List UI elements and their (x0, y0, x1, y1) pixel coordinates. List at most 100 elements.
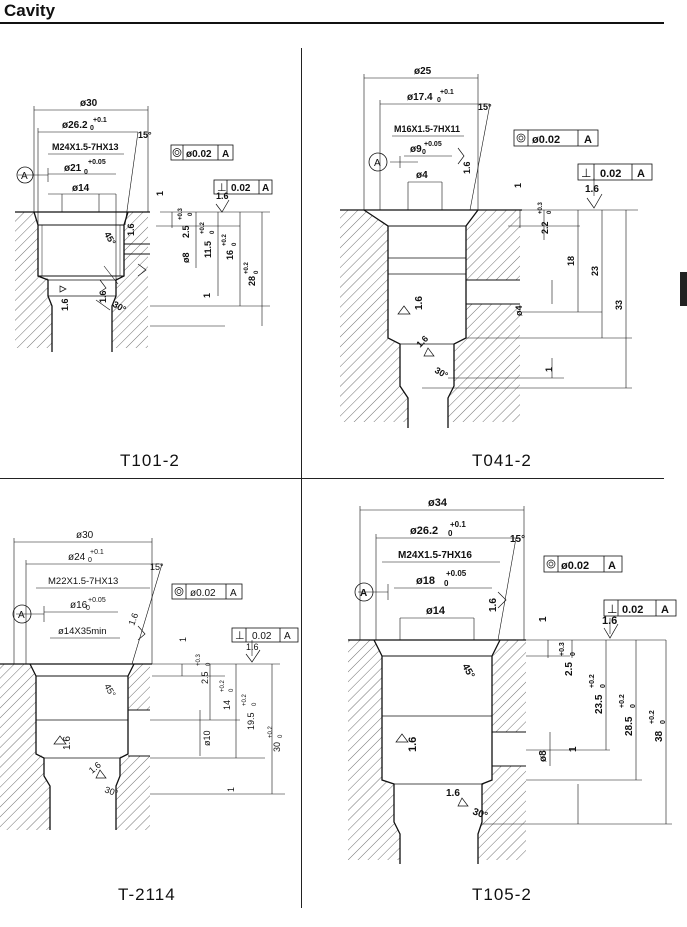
caption-t041-2: T041-2 (472, 451, 532, 470)
t101-v-28-tol: +0.2 (244, 261, 250, 274)
t2114-v-14-sub: 0 (229, 688, 235, 692)
t2114-dim-seat-sub: 0 (86, 605, 90, 612)
page-header: Cavity (0, 0, 687, 24)
page-edge-tab (680, 272, 687, 306)
t041-v-d4: ø4 (514, 305, 524, 316)
t101-dim-seat: ø21 (64, 163, 82, 174)
t101-v-115: 11.5 (203, 241, 213, 258)
t101-v-1b: 1 (202, 293, 212, 298)
cavity-drawing-t041-2: ø0.02 A ⊥ 0.02 A A ø25 ø17.4 +0.1 0 M16X… (302, 48, 664, 478)
t101-body-right (112, 212, 148, 348)
t041-dim-small: ø4 (416, 170, 428, 181)
t105-dim-seat-tol: +0.05 (446, 569, 467, 578)
t041-v-1b: 1 (544, 367, 554, 372)
t101-perpendicularity-frame: ⊥ 0.02 A (213, 179, 273, 195)
t2114-angle-top: 15° (150, 562, 164, 572)
t101-datum-label: A (21, 171, 28, 182)
t101-v-25-sub: 0 (188, 212, 194, 216)
t2114-dim-small: ø14X35min (58, 626, 107, 637)
t101-dim-mid-tol: +0.1 (93, 117, 107, 124)
t101-dim-outer: ø30 (80, 98, 98, 109)
caption-t105-2: T105-2 (472, 885, 532, 904)
t101-dim-small: ø14 (72, 183, 90, 194)
t105-v-285-sub: 0 (630, 704, 637, 708)
t041-angle30: 30° (433, 365, 450, 381)
t041-dim-seat-sub: 0 (422, 149, 426, 156)
t041-v-23: 23 (590, 266, 600, 276)
t105-datum-label: A (360, 588, 367, 599)
t041-dim-seat: ø9 (410, 144, 422, 155)
t101-body-left (15, 212, 52, 348)
t041-rough3: 1.6 (414, 296, 425, 310)
t041-dim-mid-tol: +0.1 (440, 89, 454, 96)
t101-thread: M24X1.5-7HX13 (52, 142, 119, 152)
t105-perp-symbol: ⊥ (607, 602, 617, 616)
t2114-rough4: 1.6 (87, 760, 103, 776)
t2114-v-14: 14 (222, 700, 232, 710)
t2114-v-1a: 1 (178, 637, 188, 642)
t041-perp-symbol: ⊥ (581, 166, 591, 180)
t101-v-25-tol: +0.3 (178, 207, 184, 220)
t2114-perp-value: 0.02 (252, 631, 272, 642)
t105-dim-mid-sub: 0 (448, 529, 453, 538)
t2114-v-25-tol: +0.3 (196, 653, 202, 666)
t2114-chamfer45: 45° (102, 682, 118, 699)
t105-concentricity-value: ø0.02 (561, 560, 589, 572)
t101-v-16-tol: +0.2 (222, 233, 228, 246)
t041-v-22-sub: 0 (547, 210, 553, 214)
t101-v-28: 28 (247, 276, 257, 286)
t2114-v-30-tol: +0.2 (268, 725, 274, 738)
t2114-datum-label: A (18, 610, 25, 621)
t101-rough4: 1.6 (98, 290, 108, 303)
t-2114-drawing: ø0.02 A ⊥ 0.02 A A ø30 ø24 +0.1 0 M22X1.… (0, 530, 299, 830)
t101-dim-mid-sub: 0 (90, 125, 94, 132)
page-title: Cavity (4, 1, 56, 20)
t041-concentricity-frame: ø0.02 A (513, 129, 599, 147)
t105-2-drawing: ø0.02 A ⊥ 0.02 A A ø34 ø26.2 +0.1 0 M24X… (348, 497, 677, 864)
t101-chamfer45: 45° (102, 230, 118, 247)
t041-perp-ref: A (637, 168, 645, 180)
t2114-rough2: 1.6 (126, 612, 140, 627)
t041-dim-seat-tol: +0.05 (424, 141, 442, 148)
t041-v-33: 33 (614, 300, 624, 310)
t041-v-18: 18 (566, 256, 576, 266)
t105-v-25-sub: 0 (570, 652, 577, 656)
t105-v-1b: 1 (568, 746, 579, 752)
t105-rough1: 1.6 (602, 615, 617, 627)
t2114-concentricity-value: ø0.02 (190, 588, 216, 599)
t2114-v-30: 30 (272, 742, 282, 752)
t2114-thread: M22X1.5-7HX13 (48, 576, 118, 587)
t105-v-25-tol: +0.3 (559, 642, 566, 656)
t2114-v-30-sub: 0 (278, 734, 284, 738)
t041-datum-label: A (374, 158, 381, 169)
t2114-v-25: 2.5 (200, 671, 210, 684)
t2114-dim-mid: ø24 (68, 552, 86, 563)
t041-dim-mid-sub: 0 (437, 97, 441, 104)
t105-angle-top: 15° (510, 534, 525, 545)
t041-angle-top: 15° (478, 102, 492, 112)
t2114-rough3: 1.6 (62, 736, 73, 750)
t105-v-235-tol: +0.2 (589, 674, 596, 688)
t101-concentricity-ref: A (222, 149, 229, 160)
t2114-v-195-tol: +0.2 (242, 693, 248, 706)
t2114-v-195: 19.5 (246, 712, 256, 730)
t041-rough2: 1.6 (462, 161, 472, 174)
t101-rough3: 1.6 (60, 298, 70, 311)
t041-perp-value: 0.02 (600, 168, 621, 180)
t105-v-38: 38 (654, 730, 665, 742)
t101-v-16-sub: 0 (232, 242, 238, 246)
t2114-dim-seat-tol: +0.05 (88, 597, 106, 604)
cavity-drawing-t101-2: ø0.02 A ⊥ 0.02 A A ø30 ø26.2 +0.1 0 M24X… (0, 48, 300, 478)
t105-dim-mid: ø26.2 (410, 525, 438, 537)
t101-angle-top: 15° (138, 130, 152, 140)
caption-t101-2: T101-2 (120, 451, 180, 470)
cavity-drawing-t105-2: ø0.02 A ⊥ 0.02 A A ø34 ø26.2 +0.1 0 M24X… (302, 480, 682, 920)
t101-rough2: 1.6 (126, 223, 136, 236)
t041-concentricity-ref: A (584, 134, 592, 146)
t105-v-235: 23.5 (594, 694, 605, 714)
t105-v-38-sub: 0 (660, 720, 667, 724)
t101-perp-value: 0.02 (231, 183, 251, 194)
t105-chamfer45: 45° (459, 662, 476, 681)
t041-thread: M16X1.5-7HX11 (394, 124, 460, 134)
t101-2-drawing: ø0.02 A ⊥ 0.02 A A ø30 ø26.2 +0.1 0 M24X… (15, 98, 273, 352)
